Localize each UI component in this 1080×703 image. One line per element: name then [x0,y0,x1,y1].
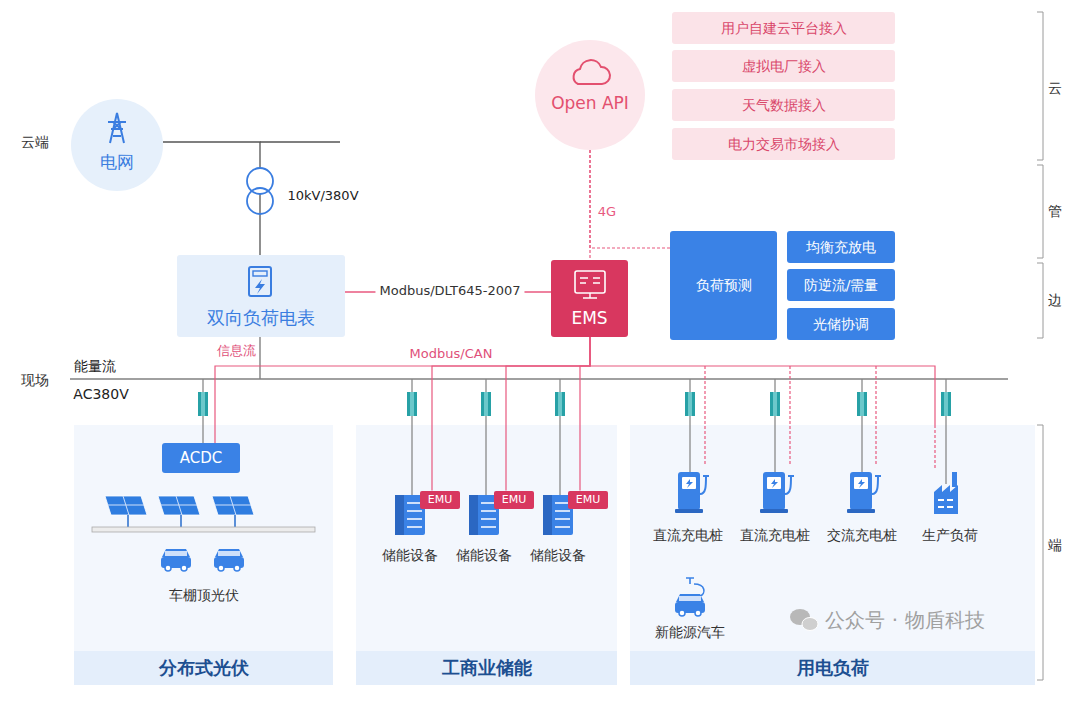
function-box: 光储协调 [787,308,895,340]
node-label: EMU [502,493,527,506]
node-label: 均衡充放电 [806,239,876,256]
edge-label: 4G [598,204,616,220]
node-label: 双向负荷电表 [207,307,315,329]
region-title: 用电负荷 [630,651,1035,685]
watermark: 公众号 · 物盾科技 [825,608,984,632]
node-label: 电网 [100,152,134,172]
annotation-label: 新能源汽车 [655,624,725,641]
region-panel: 用电负荷 [630,425,1035,685]
connector-line [590,150,670,248]
node-label: ACDC [180,449,223,467]
annotation-label: Modbus/CAN [410,346,493,362]
annotation-label: 信息流 [217,343,256,359]
ems-box: EMS [551,260,628,337]
connector-line [506,337,590,491]
grid-node: 电网 [71,99,163,191]
forecast-box: 负荷预测 [670,231,777,340]
annotation-label: 现场 [21,372,49,389]
function-box: 防逆流/需量 [787,269,895,301]
annotation-label: 直流充电桩 [653,527,723,544]
connector-line [590,337,935,425]
region-panel: 分布式光伏 ACDC [74,425,333,685]
node-label: 负荷预测 [696,277,752,294]
node-label: 天气数据接入 [742,97,826,114]
annotation-label: 端 [1048,537,1062,554]
node-label: 光储协调 [813,316,869,333]
node-label: 电力交易市场接入 [728,136,840,153]
converter-box: ACDC [162,443,240,473]
annotation-label: 云端 [21,134,49,151]
annotation-label: 生产负荷 [922,527,978,544]
annotation-label: 能量流 [74,358,116,375]
annotation-label: 储能设备 [456,547,512,564]
annotation-label: 交流充电桩 [827,527,897,544]
annotation-label: 云 [1048,80,1062,97]
emu-badge: EMU [494,491,534,509]
access-box: 虚拟电厂接入 [672,50,895,82]
region-title: 分布式光伏 [74,651,333,685]
api-circle: Open API [535,40,645,150]
node-label: 防逆流/需量 [804,277,879,294]
annotation-label: 储能设备 [530,547,586,564]
annotation-label: AC380V [73,386,128,403]
emu-badge: EMU [420,491,460,509]
node-label: EMU [428,493,453,506]
node-label: Open API [551,93,629,113]
annotation-label: 车棚顶光伏 [169,587,239,604]
access-box: 用户自建云平台接入 [672,12,895,44]
annotation-label: 管 [1048,203,1062,220]
annotation-label: 边 [1048,292,1062,309]
connector-line [163,142,260,255]
annotation-label: 10kV/380V [287,188,358,204]
connector-line [215,337,590,443]
annotation-label: 储能设备 [382,547,438,564]
access-box: 天气数据接入 [672,89,895,121]
access-box: 电力交易市场接入 [672,128,895,160]
region-title: 工商业储能 [356,651,617,685]
function-box: 均衡充放电 [787,231,895,263]
emu-badge: EMU [568,491,608,509]
connector-line [580,337,590,491]
node-label: 用户自建云平台接入 [721,20,847,37]
edge-label: Modbus/DLT645-2007 [375,283,524,299]
node-label: EMS [571,308,607,328]
meter-box: 双向负荷电表 [177,255,345,337]
node-label: 虚拟电厂接入 [742,58,826,75]
node-label: EMU [576,493,601,506]
annotation-label: 直流充电桩 [740,527,810,544]
